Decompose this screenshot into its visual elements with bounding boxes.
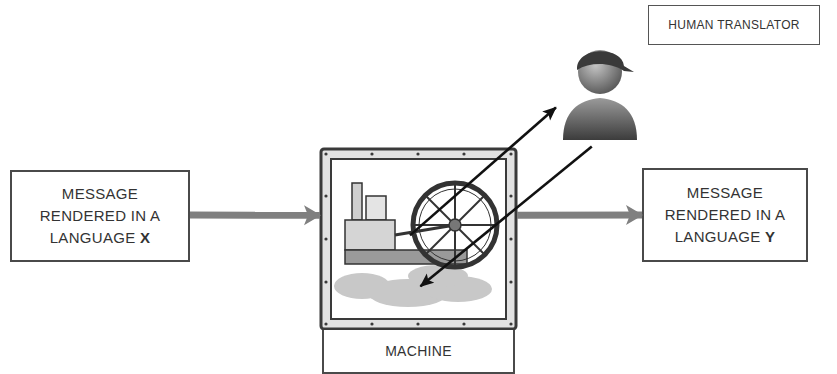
flow-arrow (190, 212, 320, 219)
node-text: MESSAGE RENDERED IN A LANGUAGE X (30, 183, 170, 248)
frame-inner (331, 159, 506, 319)
frame-outer (321, 149, 516, 329)
cylinder (345, 220, 395, 250)
machine-box: MACHINE (320, 148, 517, 330)
machine-frame (321, 149, 516, 329)
node-text: MACHINE (322, 330, 515, 374)
steam-engine-illustration (334, 183, 497, 307)
person-cap (577, 51, 634, 72)
flow-arrow (517, 212, 642, 219)
human-translator-figure (563, 50, 637, 140)
boiler-dome (366, 196, 386, 220)
translator-node: HUMAN TRANSLATOR (555, 35, 647, 150)
flywheel (413, 183, 497, 267)
message-box: MESSAGE RENDERED IN A LANGUAGE Y (642, 168, 808, 262)
feedback-arrow (420, 147, 591, 287)
message-box: MESSAGE RENDERED IN A LANGUAGE X (10, 170, 190, 262)
feedback-arrow (410, 107, 556, 235)
node-text: HUMAN TRANSLATOR (648, 5, 820, 45)
person-shoulders (563, 98, 637, 140)
frame-rivets (324, 152, 512, 325)
node-text: MESSAGE RENDERED IN A LANGUAGE Y (662, 182, 788, 247)
chimney (352, 183, 362, 220)
smoke-cloud (334, 265, 492, 307)
engine-bed (345, 250, 467, 264)
